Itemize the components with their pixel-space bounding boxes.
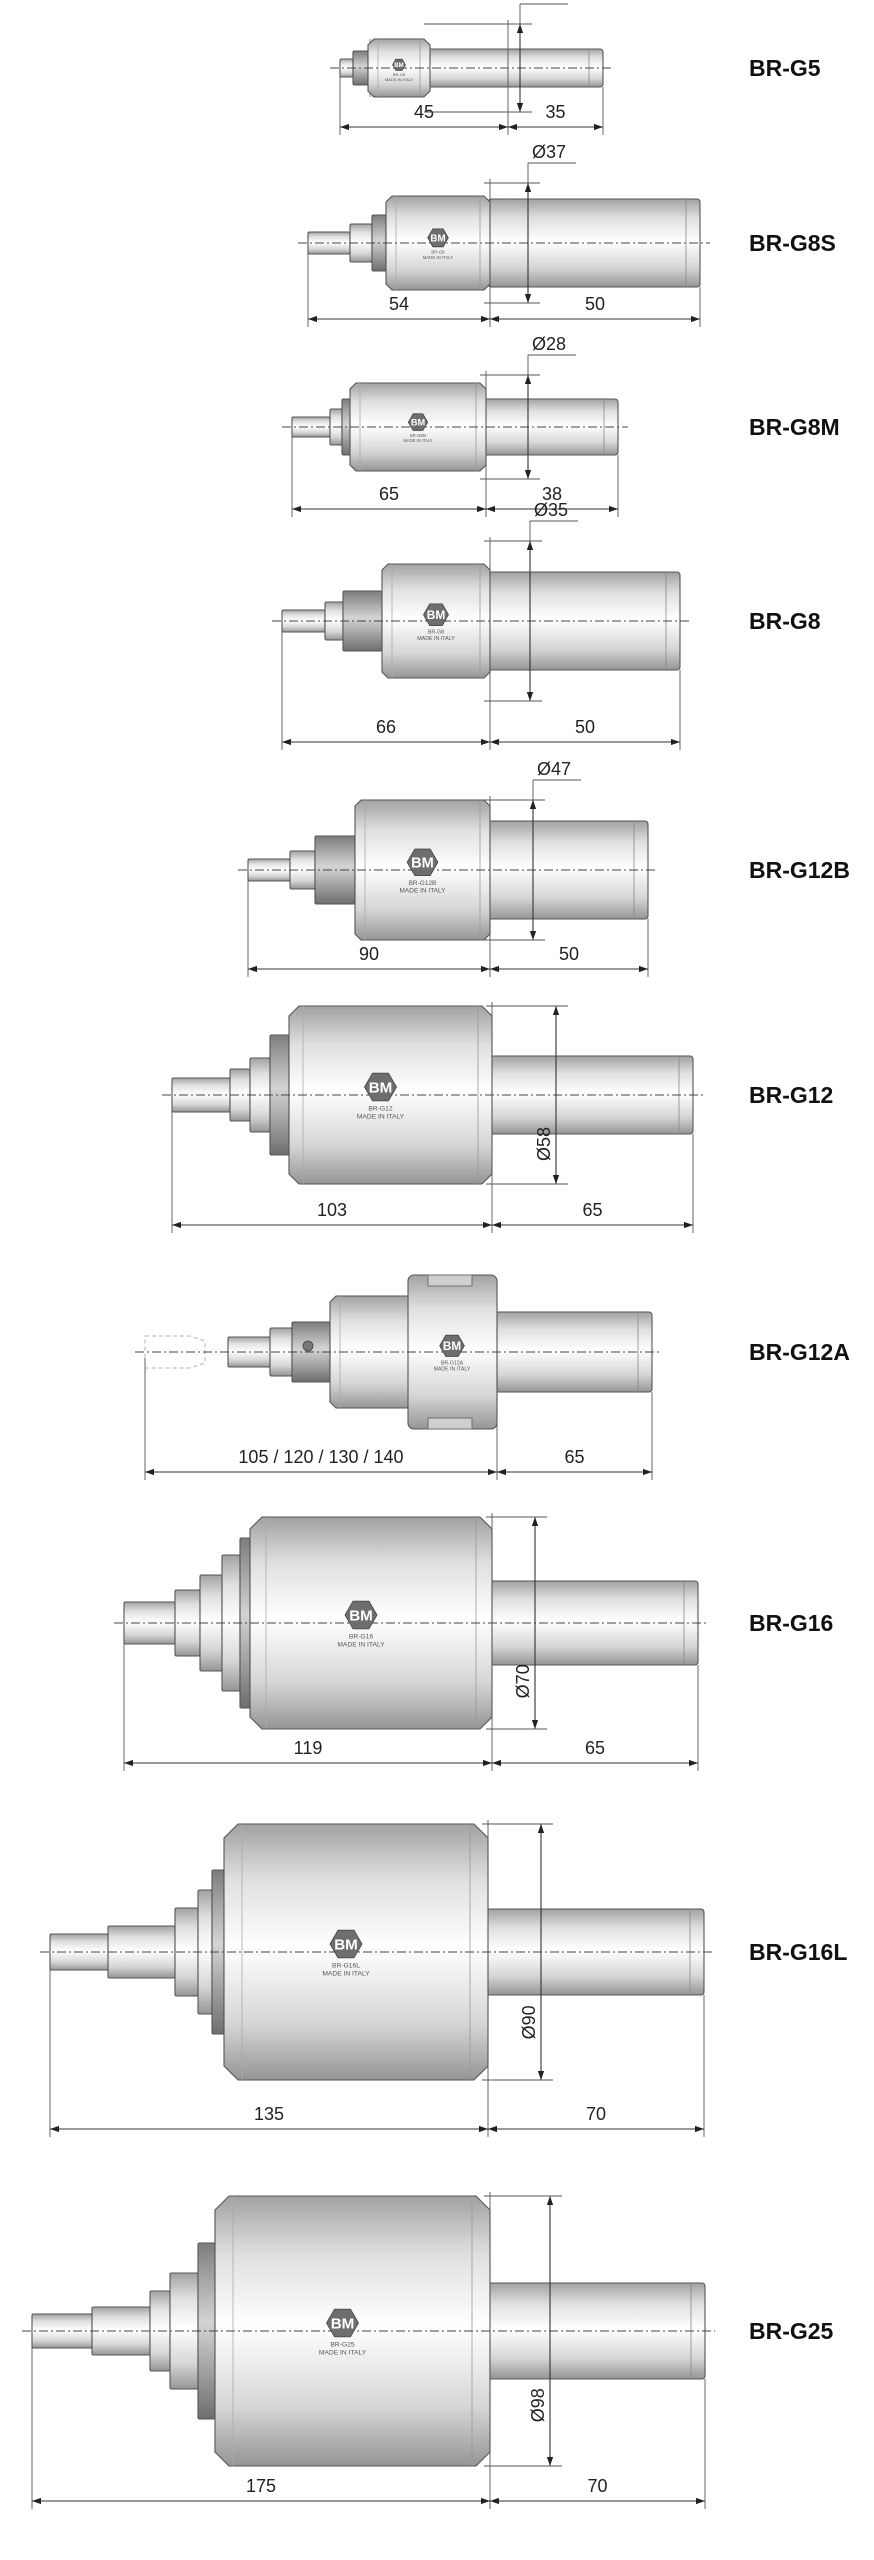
model-name: BR-G25 bbox=[749, 2318, 834, 2344]
diameter-label: Ø47 bbox=[537, 759, 571, 779]
model-name: BR-G5 bbox=[749, 55, 821, 81]
body-model-text: BR-G25 bbox=[330, 2342, 354, 2349]
brand-logo-icon bbox=[392, 58, 406, 71]
front-length-label: 66 bbox=[376, 717, 396, 737]
diameter-label: Ø22 bbox=[524, 0, 558, 3]
brand-logo-icon bbox=[407, 413, 429, 431]
front-length-label: 103 bbox=[317, 1200, 347, 1220]
made-in-text: MADE IN ITALY bbox=[434, 1367, 471, 1373]
shank-length-label: 70 bbox=[587, 2476, 607, 2496]
made-in-text: MADE IN ITALY bbox=[417, 636, 455, 642]
model-name: BR-G8S bbox=[749, 230, 836, 256]
shank-length-label: 65 bbox=[582, 1200, 602, 1220]
clamp-slot bbox=[427, 1417, 473, 1430]
brand-logo-text: BM bbox=[369, 1080, 393, 1097]
front-length-label: 105 / 120 / 130 / 140 bbox=[238, 1447, 403, 1467]
shank-length-label: 35 bbox=[545, 102, 565, 122]
diameter-label: Ø98 bbox=[528, 2388, 548, 2422]
brand-logo-text: BM bbox=[411, 418, 426, 428]
shank-length-label: 65 bbox=[585, 1738, 605, 1758]
body-model-text: BR-G12A bbox=[441, 1360, 464, 1366]
front-length-label: 90 bbox=[359, 944, 379, 964]
model-name: BR-G12 bbox=[749, 1082, 833, 1108]
diameter-label: Ø35 bbox=[534, 500, 568, 520]
shank-length-label: 38 bbox=[542, 484, 562, 504]
brand-logo-icon bbox=[364, 1072, 397, 1102]
brand-logo-icon bbox=[326, 2308, 359, 2338]
body-model-text: BR-G12 bbox=[368, 1106, 392, 1113]
made-in-text: MADE IN ITALY bbox=[404, 438, 433, 443]
body-model-text: BR-G16 bbox=[349, 1634, 373, 1641]
made-in-text: MADE IN ITALY bbox=[423, 255, 454, 260]
brand-logo-icon bbox=[427, 228, 449, 248]
brand-logo-text: BM bbox=[430, 233, 445, 244]
brand-logo-icon bbox=[406, 848, 439, 876]
body-model-text: BR-G8M bbox=[410, 433, 427, 438]
body-model-text: BR-G5 bbox=[393, 72, 406, 77]
brand-logo-text: BM bbox=[349, 1608, 373, 1625]
diameter-label: Ø90 bbox=[519, 2005, 539, 2039]
brand-logo-icon bbox=[423, 603, 449, 626]
model-name: BR-G16 bbox=[749, 1610, 833, 1636]
diameter-label: Ø37 bbox=[532, 142, 566, 162]
shank-length-label: 65 bbox=[564, 1447, 584, 1467]
front-length-label: 119 bbox=[294, 1738, 323, 1758]
shank-length-label: 50 bbox=[575, 717, 595, 737]
body-model-text: BR-G8 bbox=[431, 250, 445, 255]
front-length-label: 54 bbox=[389, 294, 409, 314]
front-length-label: 175 bbox=[246, 2476, 276, 2496]
front-length-label: 65 bbox=[379, 484, 399, 504]
shank-length-label: 50 bbox=[585, 294, 605, 314]
made-in-text: MADE IN ITALY bbox=[319, 2349, 367, 2356]
diameter-label: Ø58 bbox=[534, 1127, 554, 1161]
brand-logo-icon bbox=[329, 1929, 363, 1959]
made-in-text: MADE IN ITALY bbox=[400, 888, 447, 895]
brand-logo-icon bbox=[344, 1600, 378, 1630]
front-length-label: 135 bbox=[254, 2104, 284, 2124]
diameter-label: Ø28 bbox=[532, 334, 566, 354]
brand-logo-text: BM bbox=[331, 2316, 355, 2333]
shank-length-label: 50 bbox=[559, 944, 579, 964]
set-screw bbox=[302, 1340, 314, 1352]
clamp-slot bbox=[427, 1274, 473, 1287]
brand-logo-icon bbox=[439, 1334, 465, 1357]
brand-logo-text: BM bbox=[334, 1937, 358, 1954]
made-in-text: MADE IN ITALY bbox=[337, 1641, 385, 1648]
model-name: BR-G8M bbox=[749, 414, 840, 440]
brand-logo-text: BM bbox=[411, 856, 434, 872]
body-model-text: BR-G12B bbox=[409, 880, 437, 887]
brand-logo-text: BM bbox=[427, 608, 446, 622]
diameter-label: Ø70 bbox=[513, 1664, 533, 1698]
brand-logo-text: BM bbox=[443, 1340, 461, 1353]
made-in-text: MADE IN ITALY bbox=[357, 1113, 405, 1120]
body-model-text: BR-G8 bbox=[428, 630, 444, 636]
body-model-text: BR-G16L bbox=[332, 1963, 360, 1970]
model-name: BR-G8 bbox=[749, 608, 821, 634]
shank-length-label: 70 bbox=[586, 2104, 606, 2124]
made-in-text: MADE IN ITALY bbox=[322, 1970, 370, 1977]
brand-logo-text: BM bbox=[394, 62, 403, 69]
model-name: BR-G16L bbox=[749, 1939, 847, 1965]
model-name: BR-G12B bbox=[749, 857, 850, 883]
made-in-text: MADE IN ITALY bbox=[385, 77, 414, 82]
model-name: BR-G12A bbox=[749, 1339, 850, 1365]
